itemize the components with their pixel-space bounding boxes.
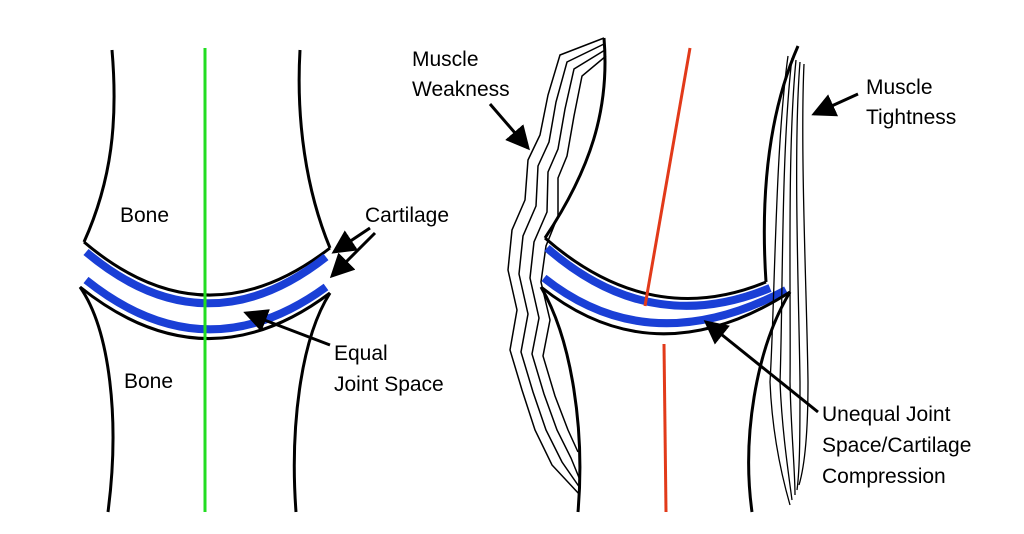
lower-bone-right-outline-right: [747, 291, 792, 513]
left-joint: Bone Bone Cartilage Equal Joint Space: [78, 48, 449, 513]
muscle-tightness-arrow: [811, 92, 859, 117]
muscle-tightness-label-line1: Muscle: [866, 76, 933, 99]
bone-lower-label: Bone: [124, 370, 173, 393]
compression-arrow: [703, 320, 819, 414]
right-joint: Muscle Weakness Muscle Tightness Unequal…: [412, 37, 971, 513]
lower-bone-left-outline: [78, 286, 115, 513]
joint-space-arrow: [243, 309, 331, 347]
upper-bone-end: [83, 240, 331, 297]
bone-upper-label: Bone: [120, 204, 169, 227]
cartilage-arrow-lower: [329, 231, 377, 279]
muscle-weakness-label-line2: Weakness: [412, 78, 510, 101]
alignment-line-unequal-lower: [662, 343, 668, 513]
cartilage-arrow-upper: [331, 226, 371, 254]
upper-bone-left-outline-right: [543, 37, 607, 239]
lower-cartilage-right: [541, 274, 788, 328]
joint-space-label-line2: Joint Space: [334, 373, 444, 396]
lower-bone-end-right: [540, 285, 791, 336]
upper-bone-right-outline: [297, 49, 332, 249]
upper-bone-end-right: [544, 236, 767, 300]
upper-bone-left-outline: [82, 49, 116, 243]
muscle-weakness-label-line1: Muscle: [412, 48, 479, 71]
compression-label-line2: Space/Cartilage: [822, 434, 971, 457]
compression-label-line3: Compression: [822, 465, 946, 488]
upper-cartilage-right: [544, 244, 772, 310]
alignment-line-unequal-upper: [643, 47, 692, 307]
muscle-tightness-label-line2: Tightness: [866, 106, 956, 129]
lower-bone-left-outline-right: [539, 286, 582, 513]
compression-label-line1: Unequal Joint: [822, 403, 951, 426]
joint-space-label-line1: Equal: [334, 342, 388, 365]
muscle-weakness-arrow: [488, 103, 530, 151]
lower-bone-right-outline: [292, 292, 332, 513]
muscle-tightness: [769, 55, 809, 506]
muscle-weakness: [507, 37, 607, 496]
upper-bone-right-outline-right: [762, 45, 800, 283]
cartilage-label: Cartilage: [365, 204, 449, 227]
